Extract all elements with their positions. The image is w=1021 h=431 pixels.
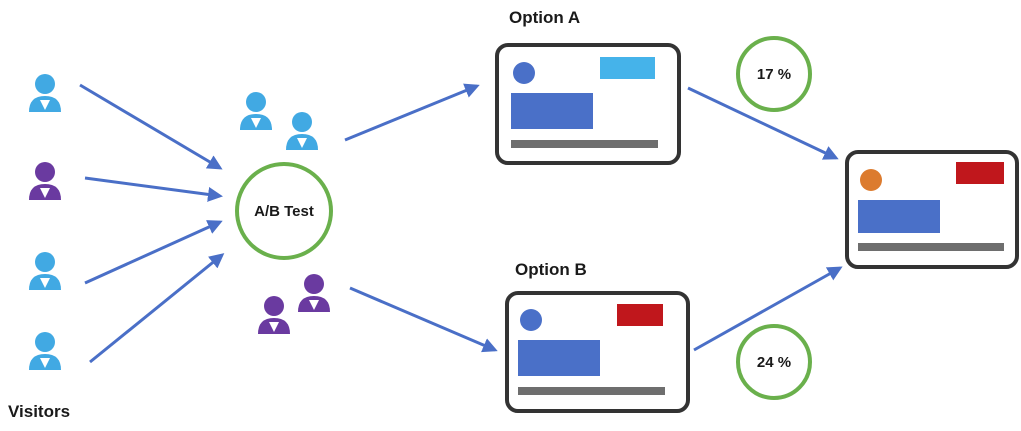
visitor-icon bbox=[29, 332, 61, 370]
arrow-a-to-result bbox=[687, 86, 839, 160]
visitor-group-blue-icon bbox=[240, 92, 318, 150]
arrow-visitor-2 bbox=[84, 176, 223, 202]
option-a-title: Option A bbox=[509, 8, 581, 27]
option-b-footer-bar bbox=[518, 387, 665, 395]
option-a-footer-bar bbox=[511, 140, 658, 148]
arrow-to-option-a bbox=[344, 83, 480, 142]
arrow-visitor-4 bbox=[89, 253, 225, 364]
option-b-card bbox=[505, 291, 690, 413]
option-b-button-block bbox=[617, 304, 663, 326]
ab-test-label: A/B Test bbox=[254, 203, 314, 220]
rate-a-circle bbox=[736, 36, 812, 112]
option-a-card bbox=[495, 43, 681, 165]
visitor-icon bbox=[29, 74, 61, 112]
rate-b-circle bbox=[736, 324, 812, 400]
option-b-dot-icon bbox=[520, 309, 542, 331]
rate-b-label: 24 % bbox=[757, 354, 791, 371]
result-button-block bbox=[956, 162, 1004, 184]
visitor-icon bbox=[29, 252, 61, 290]
visitors-title: Visitors bbox=[8, 402, 71, 421]
option-a-button-block bbox=[600, 57, 655, 79]
result-footer-bar bbox=[858, 243, 1004, 251]
rate-a-label: 17 % bbox=[757, 66, 791, 83]
option-a-image-block bbox=[511, 93, 593, 129]
option-b-title: Option B bbox=[515, 260, 587, 279]
option-b-image-block bbox=[518, 340, 600, 376]
visitor-icon bbox=[29, 162, 61, 200]
arrow-to-option-b bbox=[349, 286, 498, 353]
arrow-b-to-result bbox=[693, 266, 843, 352]
ab-test-circle bbox=[235, 162, 333, 260]
result-card bbox=[845, 150, 1019, 269]
visitor-group-purple-icon bbox=[258, 274, 330, 334]
result-dot-icon bbox=[860, 169, 882, 191]
option-a-dot-icon bbox=[513, 62, 535, 84]
arrow-visitor-1 bbox=[79, 83, 223, 170]
result-image-block bbox=[858, 200, 940, 233]
arrow-visitor-3 bbox=[84, 220, 223, 285]
